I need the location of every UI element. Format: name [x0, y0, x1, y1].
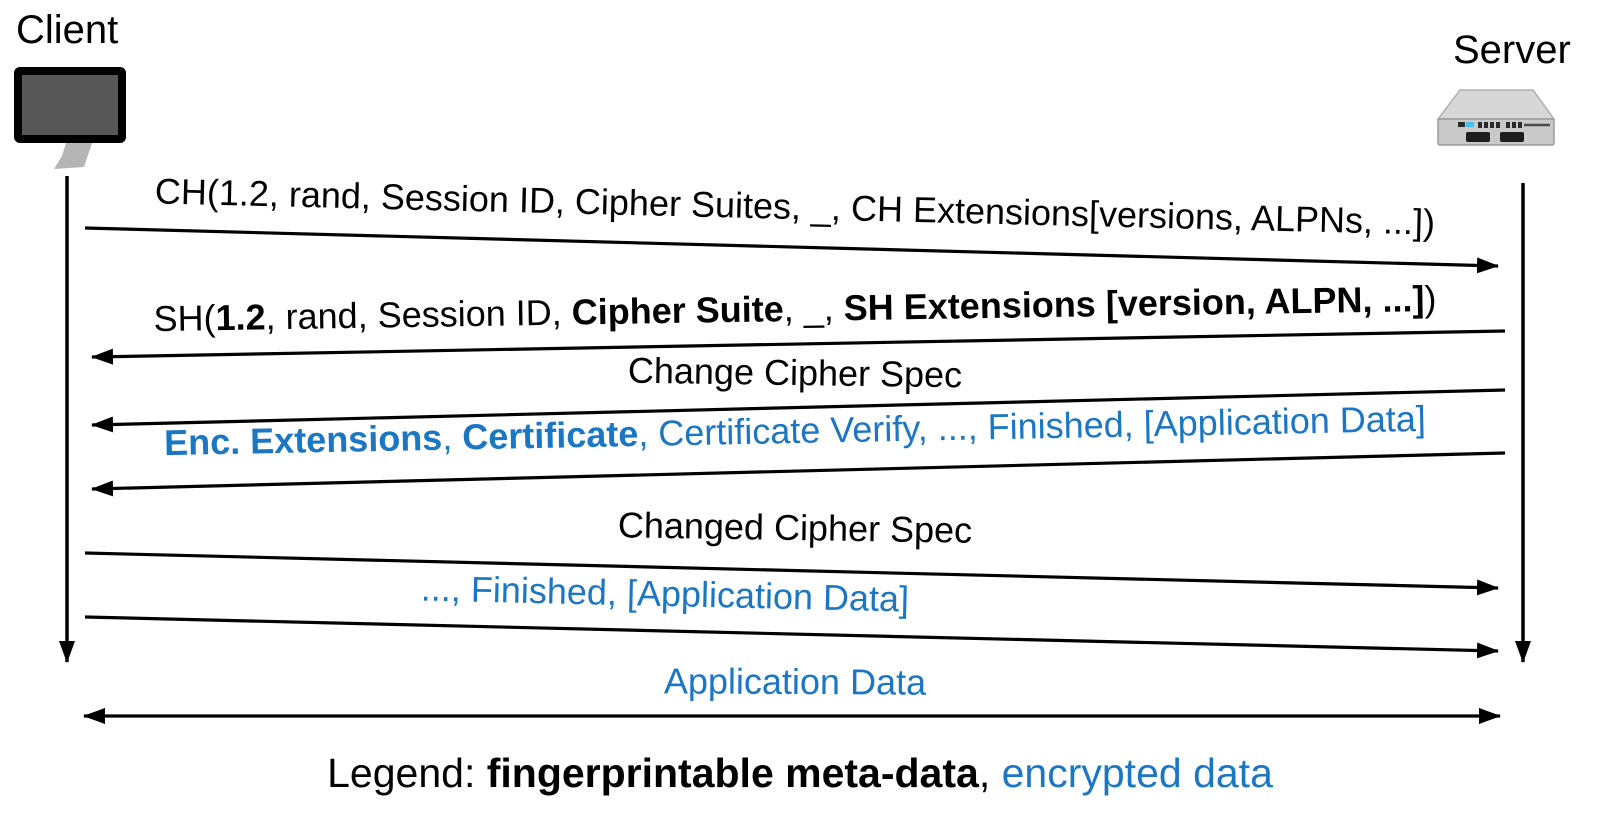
message-part: SH(: [153, 297, 216, 340]
server-label: Server: [1453, 28, 1571, 72]
legend: Legend: fingerprintable meta-data, encry…: [0, 750, 1600, 797]
server-vent: [1458, 122, 1465, 127]
message-part: SH Extensions [version, ALPN, ...]: [843, 278, 1425, 329]
arrow-change-cipher-spec: [91, 388, 1506, 433]
message-part: , rand, Session ID,: [265, 291, 573, 338]
server-led: [1466, 122, 1474, 127]
legend-fingerprintable: fingerprintable meta-data: [486, 750, 979, 796]
monitor-stand: [54, 143, 92, 169]
message-application-data: Application Data: [85, 657, 1505, 706]
arrow-server-hello: [91, 329, 1506, 365]
message-part: Cipher Suite: [571, 288, 785, 333]
message-part: Certificate: [461, 413, 639, 458]
message-part: Application Data: [663, 660, 927, 703]
monitor-screen: [14, 67, 126, 143]
message-part: ): [1424, 277, 1437, 320]
client-monitor-icon: [14, 67, 126, 169]
message-part: Enc. Extensions: [163, 416, 443, 464]
arrow-client-hello: [84, 226, 1499, 274]
server-rack-icon: [1436, 89, 1556, 146]
message-part: , _,: [783, 287, 845, 330]
server-drive-bay: [1500, 132, 1524, 142]
legend-prefix: Legend:: [327, 750, 487, 796]
arrow-changed-cipher-spec: [84, 551, 1499, 596]
server-drive-bay: [1466, 132, 1490, 142]
legend-encrypted: encrypted data: [1001, 750, 1273, 796]
server-vents: [1478, 122, 1522, 128]
message-part: 1.2: [215, 296, 266, 339]
message-part: Change Cipher Spec: [627, 349, 963, 396]
legend-separator: ,: [978, 750, 1002, 796]
arrow-server-encrypted-flight: [91, 451, 1506, 497]
message-part: ,: [441, 416, 463, 458]
client-label: Client: [16, 8, 119, 52]
arrow-client-finished: [84, 615, 1499, 659]
message-part: Changed Cipher Spec: [617, 504, 973, 551]
